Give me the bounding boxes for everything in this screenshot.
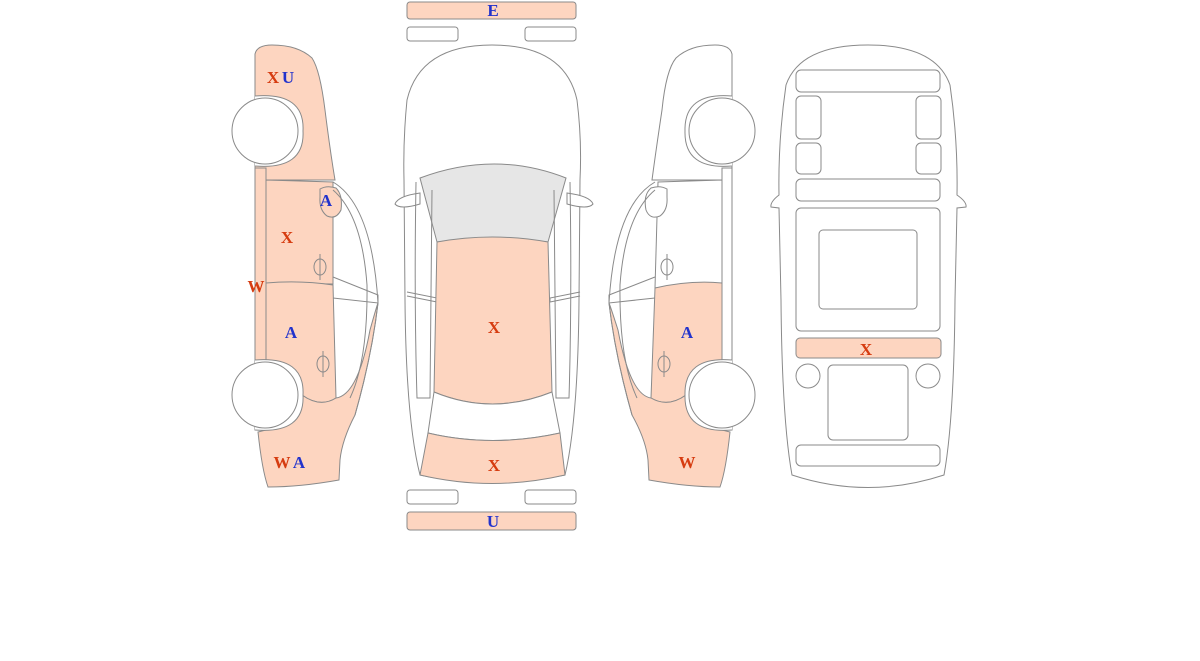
windshield <box>419 163 567 243</box>
left-rear-wheel <box>231 359 304 431</box>
left-rear-quarter-code-2: A <box>293 453 306 472</box>
front-left-mount <box>795 95 822 140</box>
left-front-fender-code-1: X <box>267 68 280 87</box>
right-front-wheel <box>684 95 756 167</box>
left-front-door-handle <box>313 254 327 280</box>
right-door-strut <box>608 276 656 304</box>
right-rear-door-code: A <box>681 323 694 342</box>
right-side-mirror <box>644 186 668 218</box>
right-mount-small <box>915 142 942 175</box>
left-door-strut <box>332 276 379 304</box>
rear-bumper <box>406 511 577 531</box>
damage-codes: X U A X W A W A E X X U A W X <box>248 1 873 531</box>
floor-pan-inner <box>818 229 918 310</box>
rear-left-light <box>406 489 459 505</box>
front-bumper <box>406 1 577 20</box>
spare-tire-well <box>827 364 909 441</box>
front-crossmember <box>795 69 941 93</box>
trunk <box>419 432 566 484</box>
front-left-headlight <box>406 26 459 42</box>
left-a-pillar <box>414 181 433 399</box>
left-front-fender-code-2: U <box>282 68 294 87</box>
underside-view <box>770 44 967 488</box>
left-rear-quarter-code-1: W <box>274 453 291 472</box>
left-mount-small <box>795 142 822 175</box>
top-view <box>394 1 594 531</box>
left-rear-quarter <box>257 302 379 488</box>
left-mirror-code: A <box>320 191 333 210</box>
rear-right-light <box>524 489 577 505</box>
rear-bumper-code: U <box>487 512 499 531</box>
right-rear-quarter <box>608 302 731 488</box>
rear-crossmember <box>795 337 942 359</box>
mid-front-crossmember <box>795 178 941 202</box>
front-right-headlight <box>524 26 577 42</box>
left-side-mirror <box>319 186 342 218</box>
top-right-mirror <box>566 192 594 208</box>
rear-left-hub <box>795 363 821 389</box>
left-door-inner-outline <box>332 189 368 399</box>
right-a-pillar <box>553 181 572 399</box>
right-rear-quarter-code: W <box>679 453 696 472</box>
left-rear-door-code: A <box>285 323 298 342</box>
roof-code: X <box>488 318 501 337</box>
right-side-view <box>608 44 756 488</box>
right-door-inner-outline <box>619 189 656 399</box>
left-front-door-code: X <box>281 228 294 247</box>
right-rear-door-handle <box>657 351 671 377</box>
right-rear-wheel <box>684 359 756 431</box>
rear-panel <box>795 444 941 467</box>
top-left-mirror <box>394 192 421 208</box>
left-side-view <box>231 44 379 488</box>
left-rear-door-handle <box>316 351 330 377</box>
underside-crossmember-code: X <box>860 340 873 359</box>
left-front-wheel <box>231 95 304 167</box>
front-right-mount <box>915 95 942 140</box>
trunk-code: X <box>488 456 501 475</box>
left-pillar-code: W <box>248 277 265 296</box>
front-bumper-code: E <box>487 1 498 20</box>
right-front-door-handle <box>660 254 674 280</box>
rear-right-hub <box>915 363 941 389</box>
